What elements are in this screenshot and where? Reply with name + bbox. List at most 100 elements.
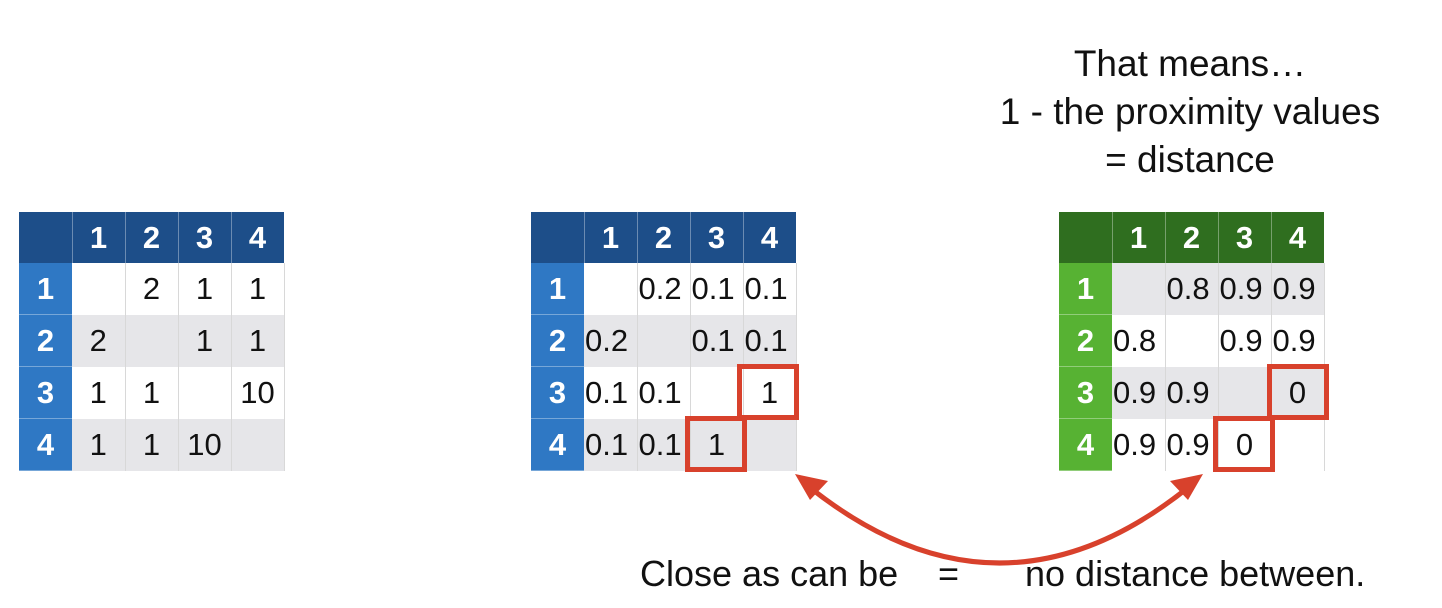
table-row: 2 0.8 0.9 0.9 — [1059, 314, 1325, 367]
table-row: 4 0.1 0.1 1 — [531, 418, 797, 471]
matrix-cell — [1271, 418, 1325, 471]
matrix-cell: 1 — [72, 418, 126, 471]
arrow-head-right — [1170, 474, 1203, 500]
table-row: 2 0.2 0.1 0.1 — [531, 314, 797, 367]
matrix-cell — [1218, 366, 1272, 419]
table-row: 1 0.2 0.1 0.1 — [531, 263, 797, 315]
matrix-cell: 1 — [72, 366, 126, 419]
row-header: 1 — [19, 263, 72, 315]
matrix-cell: 1 — [178, 314, 232, 367]
matrix-cell: 1 — [231, 263, 285, 315]
matrix-cell: 0.9 — [1165, 418, 1219, 471]
matrix-cell: 1 — [125, 418, 179, 471]
caption-equals: = — [938, 553, 960, 594]
column-header: 2 — [1165, 212, 1219, 263]
matrix-cell: 10 — [178, 418, 232, 471]
corner-cell — [1059, 212, 1113, 263]
row-header: 4 — [531, 418, 584, 471]
matrix-cell: 0.2 — [637, 263, 691, 315]
arrow-curve — [806, 484, 1192, 566]
arrow-head-left — [795, 474, 828, 500]
column-header: 3 — [1218, 212, 1272, 263]
matrix-cell — [72, 263, 126, 315]
corner-cell — [19, 212, 73, 263]
matrix-cell: 1 — [178, 263, 232, 315]
table-row: 4 0.9 0.9 0 — [1059, 418, 1325, 471]
note-line: That means… — [1073, 43, 1307, 84]
matrix-cell: 0.9 — [1271, 314, 1325, 367]
matrix-cell: 0.8 — [1165, 263, 1219, 315]
matrix-cell — [637, 314, 691, 367]
table-row: 2 2 1 1 — [19, 314, 285, 367]
matrix-cell: 1 — [125, 366, 179, 419]
row-header: 4 — [1059, 418, 1112, 471]
column-header: 1 — [584, 212, 638, 263]
column-header: 4 — [743, 212, 797, 263]
matrix-cell: 0.8 — [1112, 314, 1166, 367]
matrix-cell — [125, 314, 179, 367]
row-header: 2 — [1059, 314, 1112, 367]
matrix-cell — [1165, 314, 1219, 367]
matrix-cell — [743, 418, 797, 471]
header-row: 1 2 3 4 — [531, 212, 797, 263]
matrix-cell: 0.1 — [743, 314, 797, 367]
row-header: 2 — [19, 314, 72, 367]
matrix-cell: 0.9 — [1112, 366, 1166, 419]
column-header: 1 — [1112, 212, 1166, 263]
matrix-cell: 1 — [231, 314, 285, 367]
matrix-cell: 2 — [125, 263, 179, 315]
column-header: 1 — [72, 212, 126, 263]
matrix-cell: 0.1 — [690, 314, 744, 367]
matrix-cell: 0.2 — [584, 314, 638, 367]
column-header: 4 — [1271, 212, 1325, 263]
caption-left: Close as can be — [640, 553, 899, 594]
caption-right: no distance between. — [1025, 553, 1366, 594]
matrix-cell: 0.9 — [1271, 263, 1325, 315]
matrix-cell: 0.9 — [1165, 366, 1219, 419]
row-header: 1 — [1059, 263, 1112, 315]
matrix-cell: 1 — [743, 366, 797, 419]
matrix-cell: 0.1 — [584, 366, 638, 419]
note-line: 1 - the proximity values — [999, 91, 1381, 132]
table-row: 4 1 1 10 — [19, 418, 285, 471]
matrix-cell — [1112, 263, 1166, 315]
matrix-cell: 0.1 — [690, 263, 744, 315]
row-header: 3 — [1059, 366, 1112, 419]
table-row: 1 2 1 1 — [19, 263, 285, 315]
table-row: 3 0.9 0.9 0 — [1059, 366, 1325, 419]
column-header: 3 — [178, 212, 232, 263]
table-row: 3 0.1 0.1 1 — [531, 366, 797, 419]
header-row: 1 2 3 4 — [1059, 212, 1325, 263]
matrix-cell: 0.9 — [1112, 418, 1166, 471]
column-header: 4 — [231, 212, 285, 263]
header-row: 1 2 3 4 — [19, 212, 285, 263]
matrix-cell: 0 — [1271, 366, 1325, 419]
distance-matrix: 1 2 3 4 1 0.8 0.9 0.9 2 0.8 0.9 0.9 3 0.… — [1059, 212, 1325, 471]
corner-cell — [531, 212, 585, 263]
row-header: 1 — [531, 263, 584, 315]
column-header: 2 — [637, 212, 691, 263]
column-header: 3 — [690, 212, 744, 263]
column-header: 2 — [125, 212, 179, 263]
row-header: 2 — [531, 314, 584, 367]
row-header: 3 — [19, 366, 72, 419]
matrix-cell — [690, 366, 744, 419]
matrix-cell — [178, 366, 232, 419]
matrix-cell: 0.1 — [584, 418, 638, 471]
matrix-cell: 0.1 — [637, 366, 691, 419]
proximity-normalized-matrix: 1 2 3 4 1 0.2 0.1 0.1 2 0.2 0.1 0.1 3 0.… — [531, 212, 797, 471]
matrix-cell: 0.9 — [1218, 314, 1272, 367]
matrix-cell — [231, 418, 285, 471]
matrix-cell: 0.1 — [743, 263, 797, 315]
note-line: = distance — [1105, 139, 1275, 180]
table-row: 3 1 1 10 — [19, 366, 285, 419]
matrix-cell — [584, 263, 638, 315]
matrix-cell: 0 — [1218, 418, 1272, 471]
table-row: 1 0.8 0.9 0.9 — [1059, 263, 1325, 315]
explanation-note: That means… 1 - the proximity values = d… — [940, 40, 1440, 184]
row-header: 3 — [531, 366, 584, 419]
row-header: 4 — [19, 418, 72, 471]
matrix-cell: 0.1 — [637, 418, 691, 471]
